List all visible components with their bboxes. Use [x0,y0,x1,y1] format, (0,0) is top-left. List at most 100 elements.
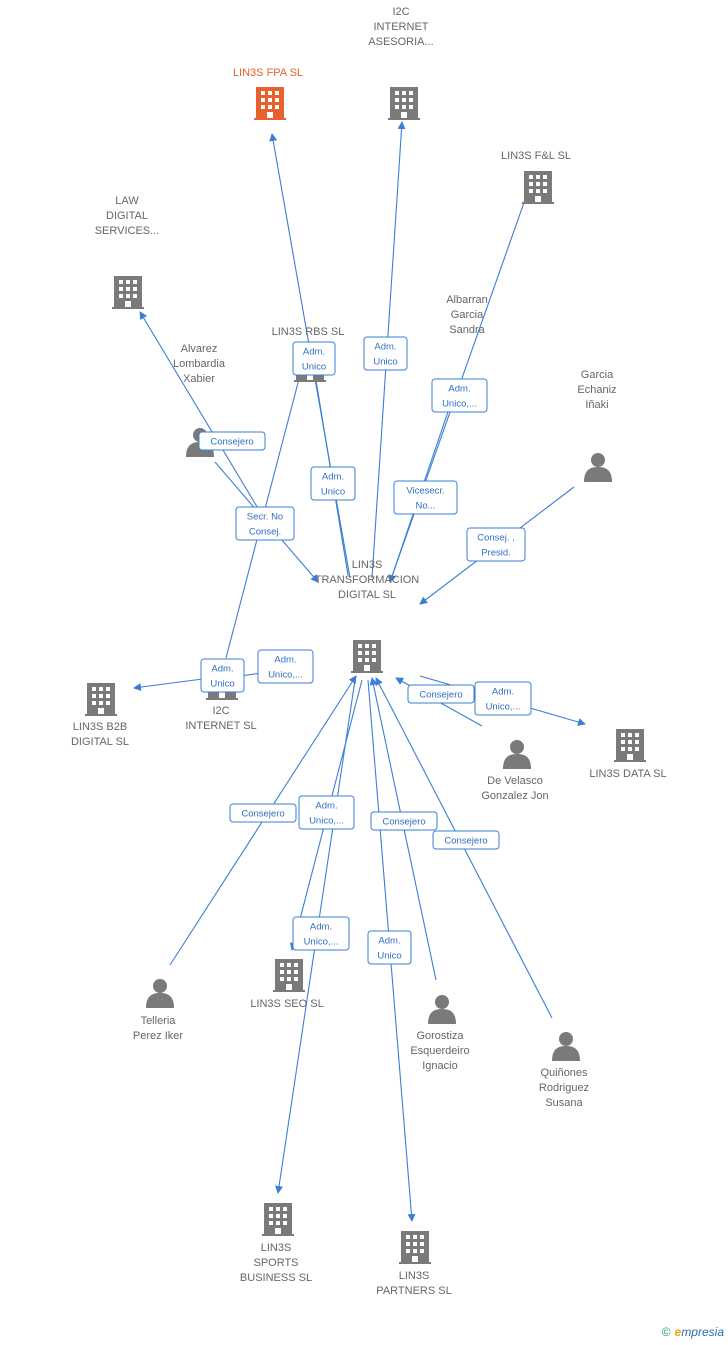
node-fpa[interactable]: LIN3S FPA SL [233,67,303,120]
edge-label-e8[interactable]: Consej. ,Presid. [466,527,526,562]
node-i2c_ases[interactable]: I2CINTERNETASESORIA... [368,6,434,120]
building-icon [112,276,144,309]
node-label: LIN3S [261,1242,292,1254]
edge-label-e10[interactable]: Adm.Unico [200,658,245,693]
edge-label-text: Unico [321,487,345,498]
node-label: Telleria [141,1015,177,1027]
edge-label-box [298,795,355,830]
node-label: PARTNERS SL [376,1285,451,1297]
node-label: Garcia [581,369,614,381]
edge-label-text: Adm. [492,687,514,698]
node-label: Quiñones [540,1067,588,1079]
edge-label-text: Unico,... [304,937,339,948]
building-icon [399,1231,431,1264]
edge-label-text: Unico [373,357,397,368]
person-icon [503,740,531,769]
edge-label-text: Secr. No [247,512,283,523]
edge-label-text: Consejero [419,690,462,701]
edge-line-e10-branch [133,677,211,692]
node-label: Gorostiza [416,1030,464,1042]
edge-label-e13[interactable]: Consejero [229,803,297,823]
node-label: Echaniz [577,384,616,396]
edge-label-text: Adm. [211,664,233,675]
edge-label-box [229,803,297,823]
edge-label-e7[interactable]: Secr. No Consej. [235,506,295,541]
edge-label-text: Adm. [378,936,400,947]
person-icon [584,453,612,482]
edge-label-text: Consej. [249,527,281,538]
node-label: Perez Iker [133,1030,183,1042]
node-label: Gonzalez Jon [481,790,548,802]
node-label: Alvarez [181,343,218,355]
edge-label-e6[interactable]: Vicesecr.No... [393,480,458,515]
edge-label-box [363,336,408,371]
edge-label-e9[interactable]: Adm.Unico,... [257,649,314,684]
building-icon [522,171,554,204]
node-label: INTERNET [374,21,429,33]
edge-label-text: Adm. [322,472,344,483]
edge-labels-layer: Adm.UnicoAdm.UnicoAdm.Unico,...Consejero… [198,336,532,965]
edge-label-e1[interactable]: Adm.Unico [292,341,336,376]
edge-label-e18[interactable]: Adm.Unico [367,930,412,965]
node-label: Susana [545,1097,583,1109]
edge-label-box [257,649,314,684]
building-icon [273,959,305,992]
edge-label-text: Unico,... [309,816,344,827]
building-icon [262,1203,294,1236]
node-label: DIGITAL [106,210,148,222]
node-label: I2C [392,6,409,18]
node-fl[interactable]: LIN3S F&L SL [501,150,571,204]
edge-label-e16[interactable]: Consejero [432,830,500,850]
node-rbs[interactable]: LIN3S RBS SL [272,326,345,382]
building-icon [85,683,117,716]
node-label: LIN3S SEO SL [250,998,323,1010]
edge-label-e14[interactable]: Adm.Unico,... [298,795,355,830]
node-data[interactable]: LIN3S DATA SL [589,729,667,780]
edge-label-box [407,684,475,704]
edge-label-text: Unico [302,362,326,373]
person-icon [146,979,174,1008]
edge-label-e15[interactable]: Consejero [370,811,438,831]
copyright-symbol: © [661,1325,671,1339]
edge-label-e17[interactable]: Adm.Unico,... [292,916,350,951]
node-label: Albarran [446,294,488,306]
edge-label-text: Presid. [481,548,511,559]
edge-label-text: Vicesecr. [406,486,444,497]
node-label: Garcia [451,309,484,321]
footer-brand[interactable]: ©empresia [662,1325,724,1339]
edge-label-box [235,506,295,541]
node-label: Ignacio [422,1060,457,1072]
edge-label-e11[interactable]: Consejero [407,684,475,704]
edge-label-box [367,930,412,965]
node-law[interactable]: LAWDIGITALSERVICES... [95,195,160,309]
brand-name: mpresia [681,1325,724,1339]
edge-label-text: Consejero [210,437,253,448]
edge-label-box [466,527,526,562]
edge-label-e2[interactable]: Adm.Unico [363,336,408,371]
edge-label-box [200,658,245,693]
node-label: SERVICES... [95,225,160,237]
edge-label-e5[interactable]: Adm. Unico [310,466,356,501]
edge-label-box [310,466,356,501]
edge-label-e4[interactable]: Consejero [198,431,266,451]
node-label: BUSINESS SL [240,1272,312,1284]
edge-label-e3[interactable]: Adm.Unico,... [431,378,488,413]
edge-label-box [393,480,458,515]
node-label: Sandra [449,324,485,336]
node-seo[interactable]: LIN3S SEO SL [250,959,324,1010]
edge-label-box [292,341,336,376]
edge-label-e12[interactable]: Adm.Unico,... [474,681,532,716]
node-label: DIGITAL SL [71,736,129,748]
